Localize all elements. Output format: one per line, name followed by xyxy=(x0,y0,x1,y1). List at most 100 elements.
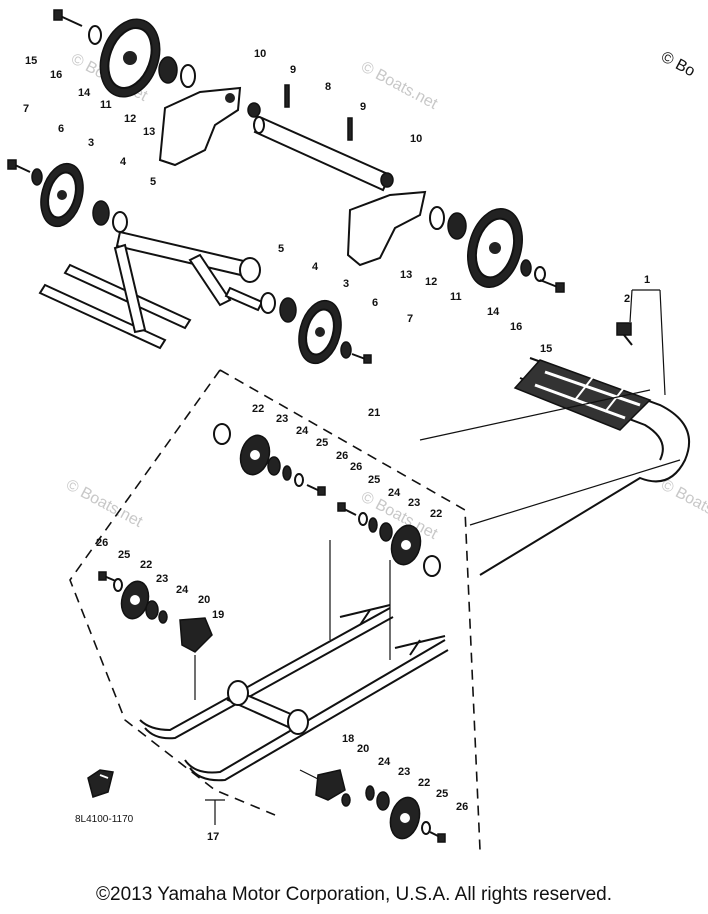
callout-label: 14 xyxy=(487,306,500,318)
dashed-assembly-outline xyxy=(69,369,481,851)
callout-label: 11 xyxy=(450,291,462,303)
bearing-part xyxy=(145,600,159,620)
bolt-part xyxy=(7,159,31,173)
idler-wheel-part xyxy=(99,18,161,98)
callout-label: 1 xyxy=(644,274,650,286)
callout-label: 25 xyxy=(316,437,328,449)
callout-label: 12 xyxy=(425,276,437,288)
callout-label: 24 xyxy=(378,756,391,768)
callout-label: 16 xyxy=(50,69,62,81)
parts-diagram: © Boats.net © Boats.net © Boats.net © Bo… xyxy=(7,9,708,851)
callout-label: 24 xyxy=(388,487,401,499)
callout-label: 7 xyxy=(407,313,413,325)
callout-label: 9 xyxy=(290,64,296,76)
copyright-notice: ©2013 Yamaha Motor Corporation, U.S.A. A… xyxy=(96,884,612,905)
idler-wheel-part xyxy=(390,524,422,566)
bearing-part xyxy=(267,456,281,476)
collar-part xyxy=(260,292,276,314)
washer-part xyxy=(88,25,102,45)
callout-label: 26 xyxy=(336,450,348,462)
callout-label: 16 xyxy=(510,321,522,333)
callout-label: 22 xyxy=(140,559,152,571)
bearing-part xyxy=(376,791,390,811)
callout-label: 24 xyxy=(176,584,189,596)
cap-part xyxy=(213,423,231,445)
bolt-part xyxy=(539,279,565,293)
callout-label: 13 xyxy=(400,269,412,281)
washer-part xyxy=(294,473,304,487)
washer-part xyxy=(282,465,292,481)
track-part xyxy=(479,357,690,576)
callout-label: 4 xyxy=(312,261,319,273)
callout-label: 20 xyxy=(198,594,210,606)
bolt-part xyxy=(53,9,83,27)
callout-label: 11 xyxy=(100,99,112,111)
callout-label: 8 xyxy=(325,81,331,93)
idler-wheel-part xyxy=(298,299,342,365)
callout-label: 10 xyxy=(410,133,422,145)
callout-label: 5 xyxy=(278,243,284,255)
collar-part xyxy=(112,211,128,233)
callout-label: 22 xyxy=(430,508,442,520)
track-clip-part xyxy=(616,322,633,346)
callout-label: 15 xyxy=(540,343,552,355)
rear-frame-part xyxy=(38,230,264,350)
callout-label: 25 xyxy=(118,549,130,561)
cap-part xyxy=(423,555,441,577)
bracket-part xyxy=(158,86,242,167)
shaft-part xyxy=(253,116,392,192)
washer-part xyxy=(341,793,351,807)
reference-icon xyxy=(87,769,114,798)
bolt-part xyxy=(337,502,357,516)
callout-label: 7 xyxy=(23,103,29,115)
callout-label: 20 xyxy=(357,743,369,755)
callout-label: 12 xyxy=(124,113,136,125)
bracket-part xyxy=(179,617,213,653)
washer-part xyxy=(365,785,375,801)
watermark: © Boats.net xyxy=(658,477,708,532)
callout-label: 26 xyxy=(456,801,468,813)
nut-part xyxy=(380,172,394,188)
watermark: © Boats.net xyxy=(358,59,440,114)
bolt-part xyxy=(351,353,372,364)
callout-label: 9 xyxy=(360,101,366,113)
washer-part xyxy=(368,517,378,533)
washer-part xyxy=(158,610,168,624)
callout-label: 26 xyxy=(96,537,108,549)
idler-wheel-part xyxy=(239,434,271,476)
watermark: © Bo xyxy=(658,49,698,81)
callout-label: 23 xyxy=(276,413,288,425)
callout-label: 25 xyxy=(436,788,448,800)
bolt-part xyxy=(429,831,446,843)
callout-label: 4 xyxy=(120,156,127,168)
callout-label: 22 xyxy=(418,777,430,789)
diagram-code: 8L4100-1170 xyxy=(75,814,134,825)
watermark: © Boats.net xyxy=(63,477,145,532)
washer-part xyxy=(520,259,532,277)
callout-label: 22 xyxy=(252,403,264,415)
idler-wheel-part xyxy=(40,162,84,228)
washer-part xyxy=(534,266,546,282)
callout-label: 5 xyxy=(150,176,156,188)
callout-label: 14 xyxy=(78,87,91,99)
callout-label: 23 xyxy=(156,573,168,585)
washer-part xyxy=(113,578,123,592)
callout-label: 23 xyxy=(398,766,410,778)
washer-part xyxy=(340,341,352,359)
bearing-part xyxy=(447,212,467,240)
pin-part xyxy=(347,117,353,141)
collar-part xyxy=(180,64,196,88)
pin-part xyxy=(284,84,290,108)
idler-wheel-part xyxy=(389,796,421,840)
bolt-part xyxy=(306,484,326,496)
callout-label: 10 xyxy=(254,48,266,60)
slide-rail-part xyxy=(139,604,449,782)
bracket-part xyxy=(346,190,427,267)
washer-part xyxy=(358,512,368,526)
callout-label: 24 xyxy=(296,425,309,437)
callout-label: 18 xyxy=(342,733,354,745)
callout-label: 2 xyxy=(624,293,630,305)
bracket-part xyxy=(315,769,346,801)
callout-label: 6 xyxy=(58,123,64,135)
callout-label: 13 xyxy=(143,126,155,138)
